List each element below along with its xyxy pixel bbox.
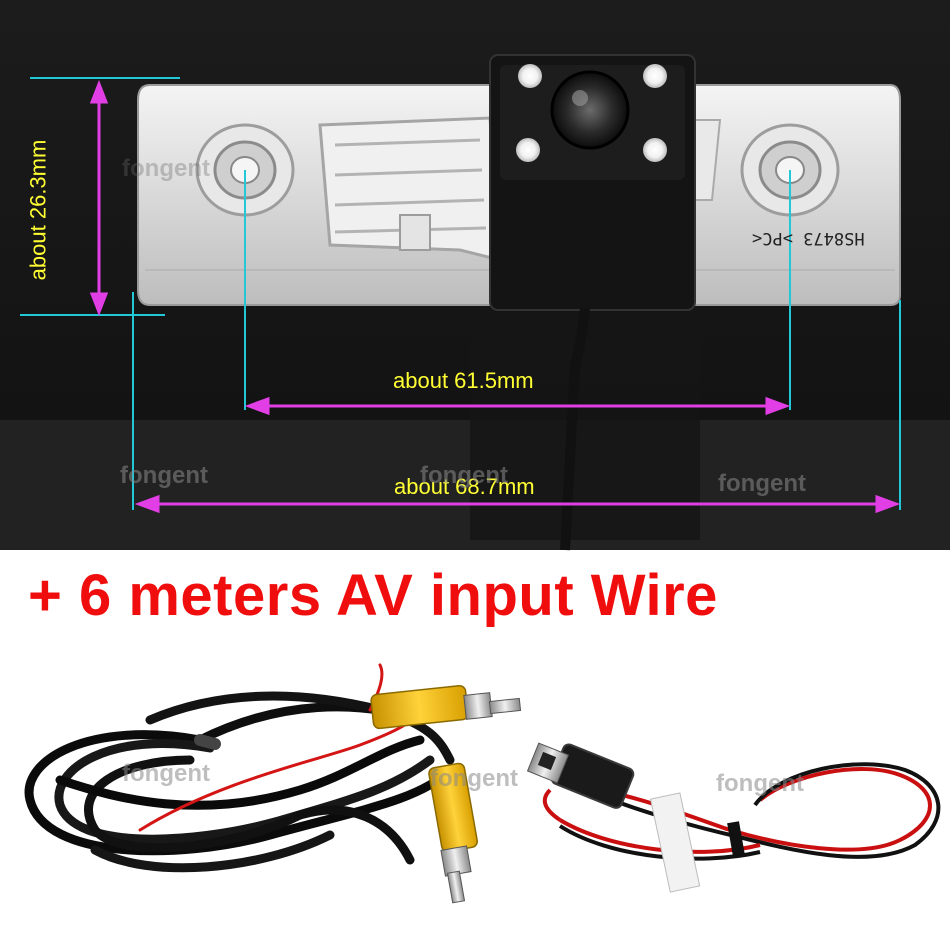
width-dimension-label: about 68.7mm bbox=[394, 474, 535, 499]
watermark: fongent bbox=[120, 462, 208, 489]
camera-body bbox=[489, 54, 696, 551]
led-icon bbox=[643, 64, 667, 88]
led-icon bbox=[518, 64, 542, 88]
power-cable bbox=[526, 742, 941, 893]
height-dimension-label: about 26.3mm bbox=[25, 139, 51, 281]
led-icon bbox=[516, 138, 540, 162]
watermark: fongent bbox=[122, 155, 210, 182]
headline: + 6 meters AV input Wire bbox=[28, 563, 718, 628]
watermark: fongent bbox=[718, 470, 806, 497]
rca-plug-icon bbox=[370, 685, 522, 730]
watermark: fongent bbox=[716, 770, 804, 797]
watermark: fongent bbox=[430, 765, 518, 792]
part-marking: HS8473 >PC< bbox=[752, 228, 865, 248]
watermark: fongent bbox=[122, 760, 210, 787]
led-icon bbox=[643, 138, 667, 162]
rca-plug-icon bbox=[428, 762, 478, 904]
watermark: fongent bbox=[420, 462, 508, 489]
hole-spacing-dimension-label: about 61.5mm bbox=[393, 368, 534, 393]
dimension-lines bbox=[89, 79, 901, 514]
guide-lines bbox=[20, 77, 901, 510]
